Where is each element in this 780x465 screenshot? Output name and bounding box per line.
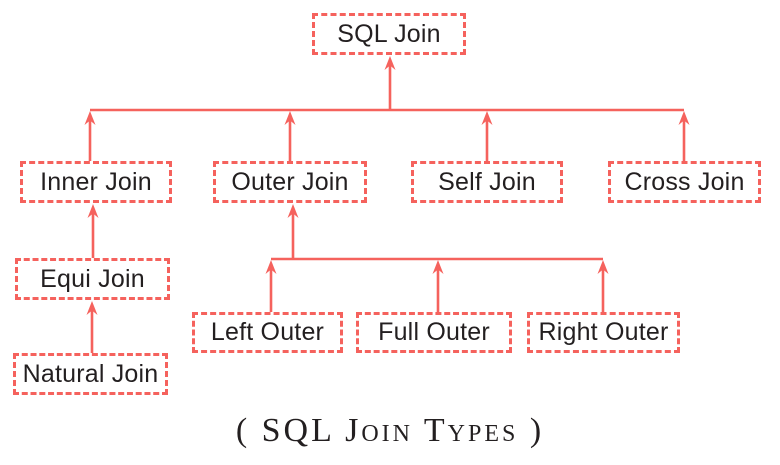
node-right-outer: Right Outer (527, 312, 680, 353)
node-inner-join: Inner Join (20, 161, 172, 203)
edge-sub-bus-to-outer-join (287, 204, 299, 259)
edge-bus-to-sql-join (384, 56, 396, 110)
node-self-join: Self Join (411, 161, 563, 203)
edge-natural-join-to-equi-join (86, 301, 98, 353)
edge-inner-join-to-bus (84, 111, 96, 161)
edge-equi-join-to-inner-join (87, 204, 99, 258)
node-label: Right Outer (538, 318, 669, 346)
node-outer-join: Outer Join (213, 161, 367, 203)
node-natural-join: Natural Join (13, 353, 168, 395)
node-left-outer: Left Outer (192, 312, 343, 353)
node-label: SQL Join (337, 19, 441, 48)
node-label: Cross Join (624, 167, 745, 196)
node-label: Inner Join (40, 167, 152, 196)
diagram-caption: ( SQL Join Types ) (235, 412, 545, 449)
node-label: Natural Join (22, 359, 159, 388)
edge-left-outer-to-sub-bus (265, 260, 277, 312)
node-label: Self Join (438, 167, 536, 196)
node-label: Full Outer (378, 318, 490, 346)
node-label: Left Outer (210, 318, 325, 346)
node-label: Equi Join (40, 264, 145, 293)
node-equi-join: Equi Join (15, 258, 170, 300)
node-sql-join: SQL Join (312, 13, 466, 55)
edge-full-outer-to-sub-bus (432, 260, 444, 312)
node-label: Outer Join (231, 167, 349, 196)
edge-self-join-to-bus (481, 111, 493, 161)
node-full-outer: Full Outer (356, 312, 512, 353)
edge-cross-join-to-bus (678, 111, 690, 161)
edge-right-outer-to-sub-bus (597, 260, 609, 312)
edge-outer-join-to-bus (284, 111, 296, 161)
node-cross-join: Cross Join (608, 161, 761, 203)
